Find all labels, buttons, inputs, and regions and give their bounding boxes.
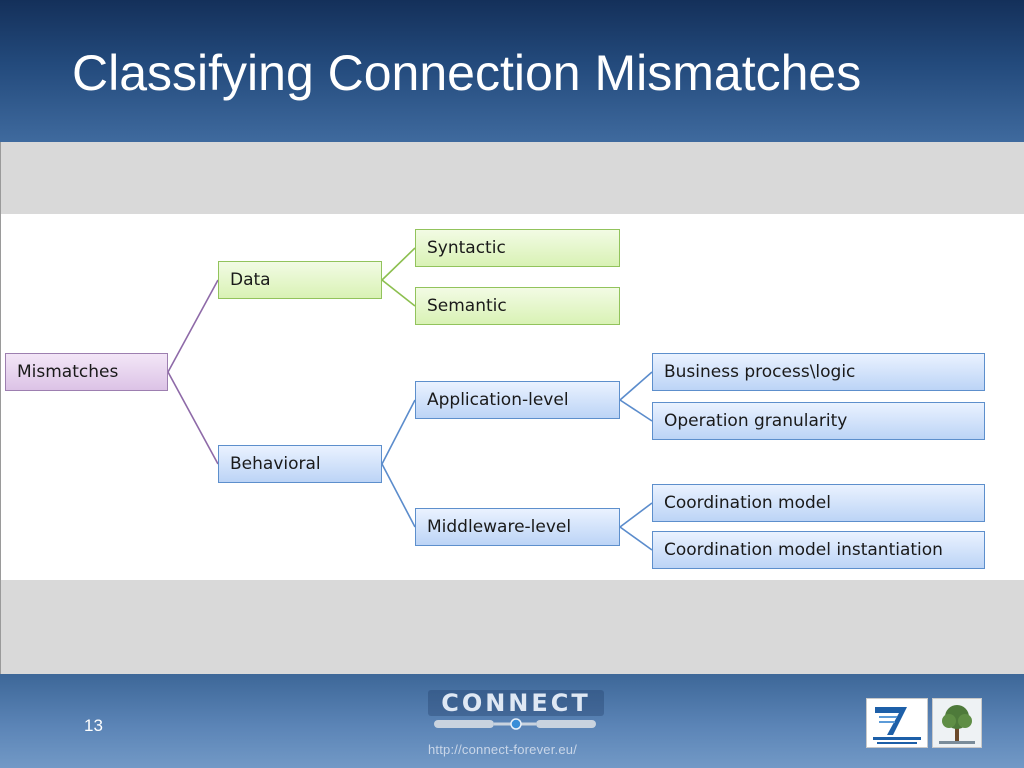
node-data: Data [218, 261, 382, 299]
content-band-bottom [0, 580, 1024, 674]
node-middleware-level: Middleware-level [415, 508, 620, 546]
node-application-level: Application-level [415, 381, 620, 419]
content-band-top [0, 142, 1024, 214]
edge-mismatches-behavioral [167, 371, 219, 465]
edge-data-syntactic [381, 247, 416, 281]
tree-logo [932, 698, 982, 748]
edge-application-business [619, 371, 653, 401]
connect-logo: CONNECT [428, 689, 604, 730]
slide-title: Classifying Connection Mismatches [72, 45, 862, 101]
edge-mismatches-data [167, 279, 219, 373]
edge-behavioral-application [381, 399, 416, 465]
page-number: 13 [84, 716, 103, 735]
footer-url: http://connect-forever.eu/ [428, 742, 578, 757]
edge-middleware-coordination [619, 502, 653, 528]
node-operation-granularity: Operation granularity [652, 402, 985, 440]
node-semantic: Semantic [415, 287, 620, 325]
edge-application-granularity [619, 399, 653, 422]
node-syntactic: Syntactic [415, 229, 620, 267]
node-behavioral: Behavioral [218, 445, 382, 483]
node-coordination-model: Coordination model [652, 484, 985, 522]
fp7-logo [866, 698, 928, 748]
connect-logo-text: CONNECT [441, 689, 591, 717]
node-business-process-logic: Business process\logic [652, 353, 985, 391]
edge-middleware-instantiation [619, 526, 653, 551]
slide-header: Classifying Connection Mismatches [0, 0, 1024, 142]
edge-behavioral-middleware [381, 463, 416, 528]
node-coordination-model-instantiation: Coordination model instantiation [652, 531, 985, 569]
edge-data-semantic [381, 279, 416, 307]
node-mismatches: Mismatches [5, 353, 168, 391]
